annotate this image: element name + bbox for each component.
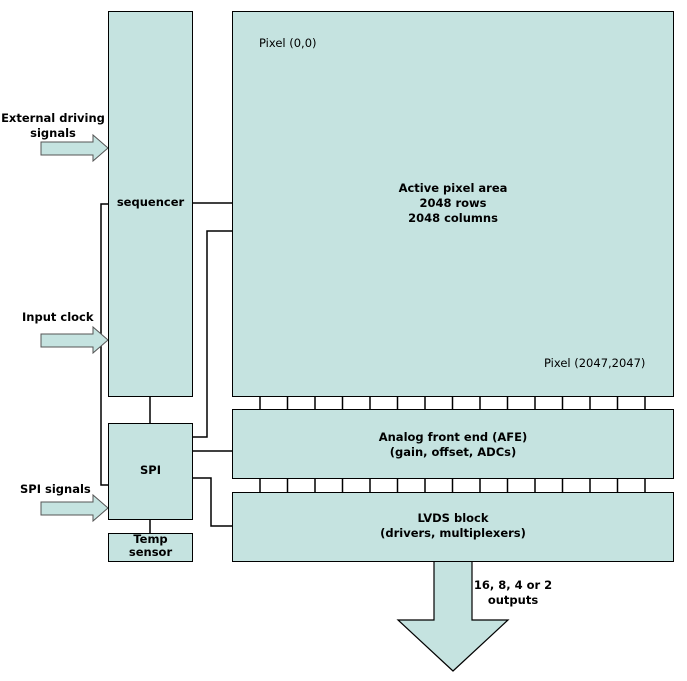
wire-spi-pixel — [192, 230, 232, 438]
pixel-end-label: Pixel (2047,2047) — [544, 356, 646, 370]
arrow-spi-signals — [40, 493, 109, 523]
arrow-outputs — [396, 560, 510, 672]
sequencer-label: sequencer — [116, 195, 185, 209]
bus-pixel-afe — [259, 397, 646, 409]
input-clock-label: Input clock — [22, 310, 94, 324]
pixel-origin-label: Pixel (0,0) — [259, 36, 317, 50]
bus-afe-lvds — [259, 479, 646, 492]
afe-block — [232, 409, 674, 479]
sequencer-block — [108, 11, 193, 397]
outputs-label: 16, 8, 4 or 2 outputs — [473, 578, 553, 607]
temp-sensor-label: Temp sensor — [128, 532, 173, 559]
external-driving-label: External driving signals — [1, 111, 105, 140]
temp-sensor-block — [108, 533, 193, 562]
arrow-input-clock — [40, 325, 109, 355]
lvds-block — [232, 492, 674, 562]
spi-block — [108, 423, 193, 520]
pixel-area-block — [232, 11, 674, 397]
spi-signals-label: SPI signals — [20, 482, 91, 496]
lvds-label: LVDS block (drivers, multiplexers) — [380, 511, 526, 540]
arrow-external-driving — [40, 133, 109, 163]
afe-label: Analog front end (AFE) (gain, offset, AD… — [378, 430, 528, 459]
pixel-area-label: Active pixel area 2048 rows 2048 columns — [398, 181, 508, 225]
spi-label: SPI — [140, 463, 161, 477]
wire-spi-lvds — [192, 477, 232, 527]
